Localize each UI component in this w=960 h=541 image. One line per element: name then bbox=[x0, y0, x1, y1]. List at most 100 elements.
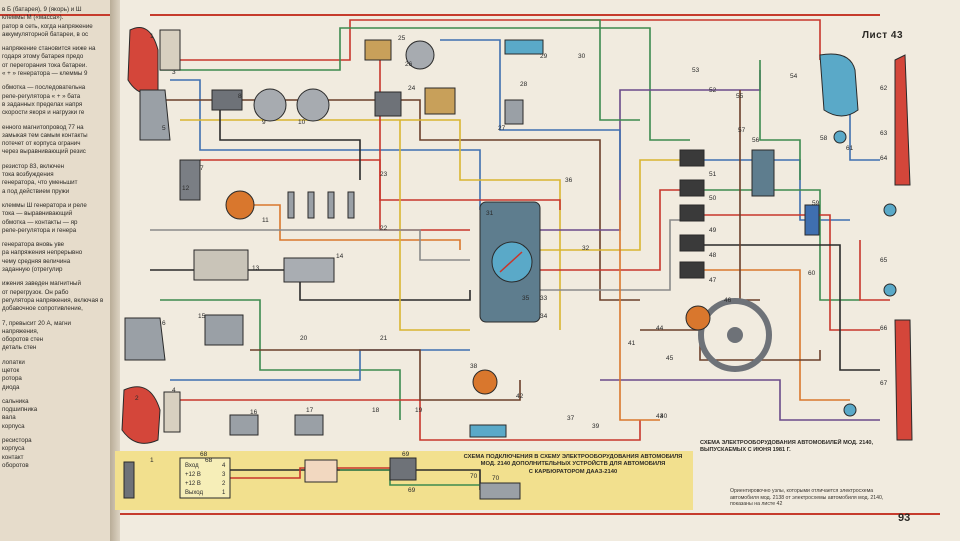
left-page-line: 7, превысит 20 А, магни bbox=[2, 319, 71, 327]
component-number: 64 bbox=[880, 155, 888, 162]
component-number: 38 bbox=[470, 363, 478, 370]
component-number: 55 bbox=[736, 93, 744, 100]
left-page-line: добавочное сопротивление, bbox=[2, 305, 83, 313]
footnote-line3: показаны на листе 42 bbox=[730, 501, 783, 508]
component-number: 52 bbox=[709, 87, 717, 94]
wire-blue bbox=[170, 79, 481, 210]
left-page-line: тока возбуждения bbox=[2, 171, 54, 179]
left-page-line: в заданных пределах напря bbox=[2, 100, 83, 108]
left-page-line: ра напряжения непрерывно bbox=[2, 249, 83, 257]
steering-wheel bbox=[698, 298, 772, 372]
relay-24 bbox=[374, 91, 402, 117]
left-page-line: заданную (отрегулир bbox=[2, 266, 63, 274]
component-number: 4 bbox=[172, 387, 176, 394]
wire-red bbox=[160, 19, 821, 61]
footnote-line2: автомобиля мод. 2138 от электросхемы авт… bbox=[730, 494, 884, 501]
left-page-line: через выравнивающий резис bbox=[2, 148, 86, 156]
component-number: 49 bbox=[709, 227, 717, 234]
left-page-line: скорости якоря и нагрузки ге bbox=[2, 109, 85, 117]
component-number: 37 bbox=[567, 415, 575, 422]
left-page-rule bbox=[0, 14, 110, 16]
wire-brown bbox=[250, 349, 521, 401]
switch-25 bbox=[364, 39, 392, 61]
left-page-line: оборотов стен bbox=[2, 336, 44, 344]
horn-signal-1 bbox=[253, 88, 287, 122]
component-number: 34 bbox=[540, 313, 548, 320]
starter-motor bbox=[283, 257, 335, 283]
component-number: 65 bbox=[880, 257, 888, 264]
left-page-line: оборотов bbox=[2, 461, 29, 469]
wire-orange bbox=[704, 269, 850, 401]
wire-green bbox=[560, 19, 640, 121]
component-number: 54 bbox=[790, 73, 798, 80]
fuel-sensor bbox=[804, 204, 820, 236]
wire-green bbox=[759, 60, 801, 180]
bottom-relay-1 bbox=[229, 414, 259, 436]
component-number: 28 bbox=[520, 81, 528, 88]
left-page-line: напряжение становится ниже на bbox=[2, 45, 96, 53]
component-number: 39 bbox=[592, 423, 600, 430]
inset-block-pin: 3 bbox=[222, 472, 226, 478]
inset-number: 68 bbox=[200, 451, 208, 458]
component-number: 59 bbox=[812, 200, 820, 207]
steering-column-switch bbox=[685, 305, 711, 331]
wire-red bbox=[859, 240, 890, 301]
wire-brown bbox=[640, 329, 821, 361]
headlight-left-upper bbox=[127, 27, 181, 94]
left-page-line: вала bbox=[2, 414, 16, 422]
left-page-line: ратор в сеть, когда напряжение bbox=[2, 22, 93, 30]
inset-solenoid-70 bbox=[479, 482, 521, 500]
wire-grey bbox=[540, 219, 680, 291]
wire-blue bbox=[440, 39, 621, 180]
left-page-line: обмотка — контакты — яр bbox=[2, 218, 78, 226]
component-number: 10 bbox=[298, 119, 306, 126]
component-number: 60 bbox=[808, 270, 816, 277]
inset-block-pin: 1 bbox=[222, 490, 226, 496]
horn-left-lower bbox=[124, 317, 166, 361]
diagram-title: Схема электрооборудования автомобилей мо… bbox=[700, 440, 874, 446]
left-page-line: годаря этому батарея предо bbox=[2, 53, 84, 61]
tail-lamp-right-lower bbox=[894, 319, 913, 441]
left-page-line: « + » генератора — клеммы 9 bbox=[2, 70, 88, 78]
spark-plugs bbox=[287, 191, 355, 219]
component-number: 22 bbox=[380, 225, 388, 232]
washer-pump bbox=[504, 39, 544, 55]
component-number: 25 bbox=[398, 35, 406, 42]
component-number: 33 bbox=[540, 295, 548, 302]
rear-bulbs bbox=[833, 130, 897, 417]
component-number: 46 bbox=[724, 297, 732, 304]
switch-column bbox=[679, 149, 705, 279]
wire-red bbox=[704, 214, 880, 331]
component-number: 56 bbox=[752, 137, 760, 144]
inset-block-label: +12 В bbox=[185, 481, 201, 487]
horn-left bbox=[139, 89, 171, 141]
wire-green bbox=[160, 27, 690, 141]
inset-block-label: Выход bbox=[185, 490, 203, 496]
component-number: 61 bbox=[846, 145, 854, 152]
wire-yellow bbox=[399, 120, 470, 331]
component-number: 13 bbox=[252, 265, 260, 272]
left-page-line: обмотка — последовательна bbox=[2, 84, 86, 92]
component-number: 50 bbox=[709, 195, 717, 202]
component-number: 57 bbox=[738, 127, 746, 134]
diagram-caption: Схема электрооборудования автомобилей мо… bbox=[700, 440, 890, 454]
component-number: 41 bbox=[628, 340, 636, 347]
wire-red bbox=[175, 399, 641, 441]
left-page-line: ресистора bbox=[2, 437, 32, 445]
component-number: 7 bbox=[200, 165, 204, 172]
component-number: 66 bbox=[880, 325, 888, 332]
speedometer-needle bbox=[499, 251, 523, 273]
component-number: 15 bbox=[198, 313, 206, 320]
component-number: 44 bbox=[656, 325, 664, 332]
left-page-line: клеммы М («масса»). bbox=[2, 14, 64, 22]
wire-orange bbox=[619, 200, 660, 421]
page-number: 93 bbox=[898, 512, 911, 524]
component-number: 14 bbox=[336, 253, 344, 260]
component-number: 48 bbox=[709, 252, 717, 259]
left-page-line: а под действием пружи bbox=[2, 187, 70, 195]
